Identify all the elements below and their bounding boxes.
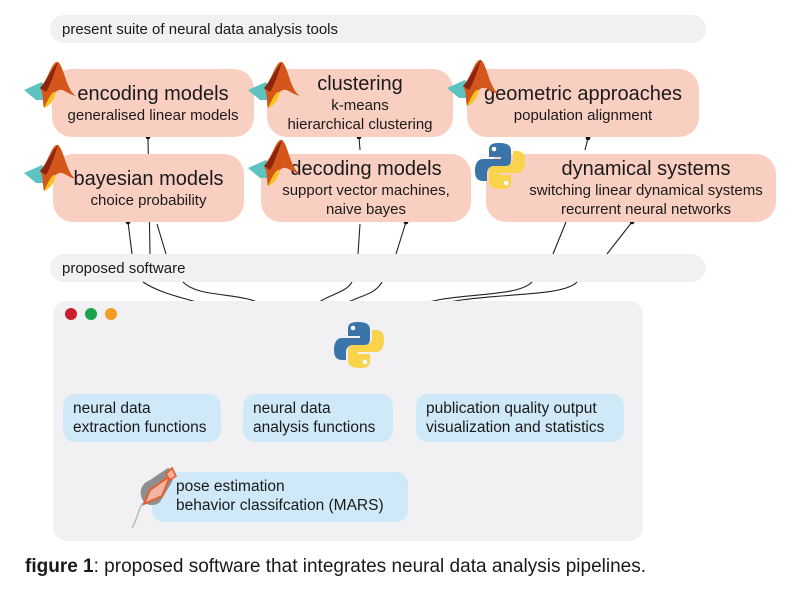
module-publication-output: publication quality output visualization… bbox=[416, 394, 624, 442]
proposed-software-label: proposed software bbox=[62, 259, 186, 277]
caption-text: : proposed software that integrates neur… bbox=[93, 556, 647, 577]
tool-title: encoding models bbox=[77, 82, 229, 105]
tool-subtitle: choice probability bbox=[90, 191, 207, 209]
window-maximize-dot bbox=[105, 308, 117, 320]
matlab-icon bbox=[248, 61, 300, 108]
module-line: visualization and statistics bbox=[426, 419, 605, 436]
caption-label: figure 1 bbox=[25, 556, 94, 577]
module-line: neural data bbox=[253, 400, 331, 417]
module-line: publication quality output bbox=[426, 400, 597, 417]
connector-decoding-2 bbox=[395, 221, 407, 255]
tool-title: decoding models bbox=[290, 158, 442, 180]
tool-subtitle: population alignment bbox=[513, 106, 653, 124]
tool-subtitle: naive bayes bbox=[325, 201, 407, 218]
tool-subtitle: support vector machines, bbox=[282, 182, 450, 199]
present-suite-header: present suite of neural data analysis to… bbox=[50, 15, 706, 43]
tool-subtitle: generalised linear models bbox=[67, 106, 239, 124]
module-extraction-functions: neural data extraction functions bbox=[63, 394, 221, 442]
window-minimize-dot bbox=[85, 308, 97, 320]
tool-subtitle: k-means bbox=[331, 97, 389, 114]
module-line: pose estimation bbox=[176, 478, 285, 495]
matlab-icon bbox=[447, 59, 499, 106]
proposed-software-header: proposed software bbox=[50, 254, 706, 282]
tool-subtitle: switching linear dynamical systems bbox=[529, 182, 763, 199]
tool-geometric-approaches: geometric approaches population alignmen… bbox=[467, 69, 699, 137]
window-close-dot bbox=[65, 308, 77, 320]
mouse-pose-icon bbox=[131, 466, 178, 529]
tool-title: dynamical systems bbox=[561, 158, 731, 180]
tool-bayesian-models: bayesian models choice probability bbox=[53, 154, 244, 222]
module-line: neural data bbox=[73, 400, 151, 417]
module-pose-estimation: pose estimation behavior classifcation (… bbox=[152, 472, 408, 522]
connector-decoding-1 bbox=[357, 223, 361, 255]
connector-dynamical-2 bbox=[606, 221, 633, 255]
tool-encoding-models: encoding models generalised linear model… bbox=[52, 69, 254, 137]
tool-dynamical-systems: dynamical systems switching linear dynam… bbox=[486, 154, 776, 222]
module-line: behavior classifcation (MARS) bbox=[176, 497, 384, 514]
tool-clustering: clustering k-means hierarchical clusteri… bbox=[267, 69, 453, 137]
connector-bayesian-1 bbox=[127, 221, 133, 255]
module-analysis-functions: neural data analysis functions bbox=[243, 394, 393, 442]
matlab-icon bbox=[24, 144, 76, 191]
tool-subtitle: recurrent neural networks bbox=[560, 201, 732, 218]
connector-bayesian-2 bbox=[156, 223, 167, 255]
tool-subtitle: hierarchical clustering bbox=[287, 116, 433, 133]
tool-title: clustering bbox=[317, 73, 403, 95]
tool-title: bayesian models bbox=[73, 167, 224, 190]
matlab-icon bbox=[248, 139, 300, 186]
tool-decoding-models: decoding models support vector machines,… bbox=[261, 154, 471, 222]
matlab-icon bbox=[24, 61, 76, 108]
python-icon bbox=[334, 322, 384, 368]
tool-title: geometric approaches bbox=[484, 82, 682, 105]
module-line: extraction functions bbox=[73, 419, 207, 436]
connector-dynamical-1 bbox=[552, 221, 567, 255]
present-suite-label: present suite of neural data analysis to… bbox=[62, 20, 338, 38]
module-line: analysis functions bbox=[253, 419, 376, 436]
python-icon bbox=[475, 143, 525, 189]
figure-caption: figure 1: proposed software that integra… bbox=[25, 556, 646, 578]
